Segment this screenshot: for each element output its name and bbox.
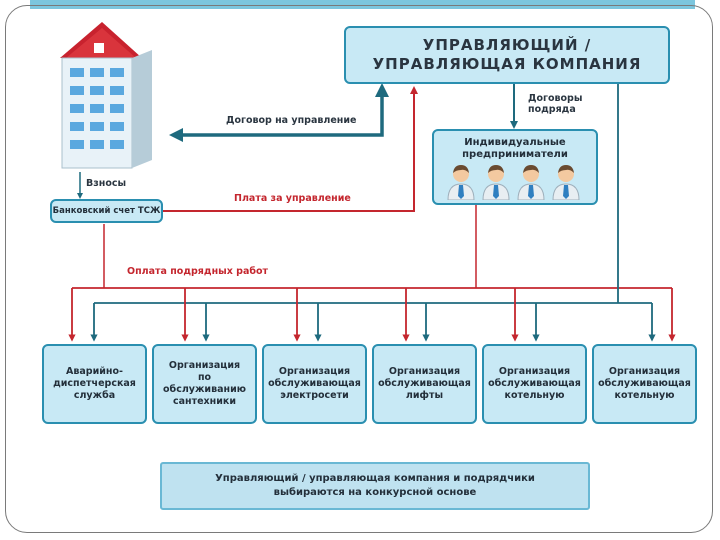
contractor-label: Организация обслуживающая котельную bbox=[598, 366, 691, 401]
contractor-label: Организация по обслуживанию сантехники bbox=[163, 360, 246, 407]
person-icon bbox=[517, 165, 545, 200]
entrepreneurs-people-icons bbox=[446, 162, 586, 202]
person-icon bbox=[447, 165, 475, 200]
note-text: Управляющий / управляющая компания и под… bbox=[215, 473, 535, 498]
subcontract-payment-label: Оплата подрядных работ bbox=[127, 266, 269, 277]
management-contract-label: Договор на управление bbox=[226, 115, 357, 126]
contractor-box-plumbing: Организация по обслуживанию сантехники bbox=[152, 344, 257, 424]
apartment-building-icon bbox=[60, 22, 152, 169]
management-company-box: УПРАВЛЯЮЩИЙ / УПРАВЛЯЮЩАЯ КОМПАНИЯ bbox=[344, 26, 670, 84]
contractor-label: Организация обслуживающая лифты bbox=[378, 366, 471, 401]
contractor-label: Организация обслуживающая электросети bbox=[268, 366, 361, 401]
person-icon bbox=[482, 165, 510, 200]
contractor-red-arrows bbox=[68, 288, 676, 342]
contractor-box-electrical: Организация обслуживающая электросети bbox=[262, 344, 367, 424]
bank-account-box: Банковский счет ТСЖ bbox=[50, 199, 163, 223]
subcontracts-label: Договоры подряда bbox=[528, 93, 583, 115]
contractor-box-elevators: Организация обслуживающая лифты bbox=[372, 344, 477, 424]
contractor-label: Аварийно- диспетчерская служба bbox=[53, 366, 136, 401]
contractor-box-boiler-2: Организация обслуживающая котельную bbox=[592, 344, 697, 424]
management-company-label: УПРАВЛЯЮЩИЙ / УПРАВЛЯЮЩАЯ КОМПАНИЯ bbox=[372, 36, 642, 73]
management-contract-arrow bbox=[169, 83, 389, 142]
management-payment-label: Плата за управление bbox=[234, 193, 351, 204]
bank-account-label: Банковский счет ТСЖ bbox=[52, 206, 161, 216]
management-payment-arrow bbox=[163, 86, 418, 212]
person-icon bbox=[552, 165, 580, 200]
slide-frame bbox=[5, 5, 713, 533]
competitive-selection-note: Управляющий / управляющая компания и под… bbox=[160, 462, 590, 510]
contractor-box-emergency-dispatch: Аварийно- диспетчерская служба bbox=[42, 344, 147, 424]
contractor-label: Организация обслуживающая котельную bbox=[488, 366, 581, 401]
individual-entrepreneurs-label: Индивидуальные предприниматели bbox=[462, 137, 568, 160]
contractor-box-boiler-1: Организация обслуживающая котельную bbox=[482, 344, 587, 424]
top-decorative-stripe bbox=[30, 0, 695, 9]
contractor-teal-arrows bbox=[90, 303, 656, 342]
dues-label: Взносы bbox=[86, 178, 127, 189]
